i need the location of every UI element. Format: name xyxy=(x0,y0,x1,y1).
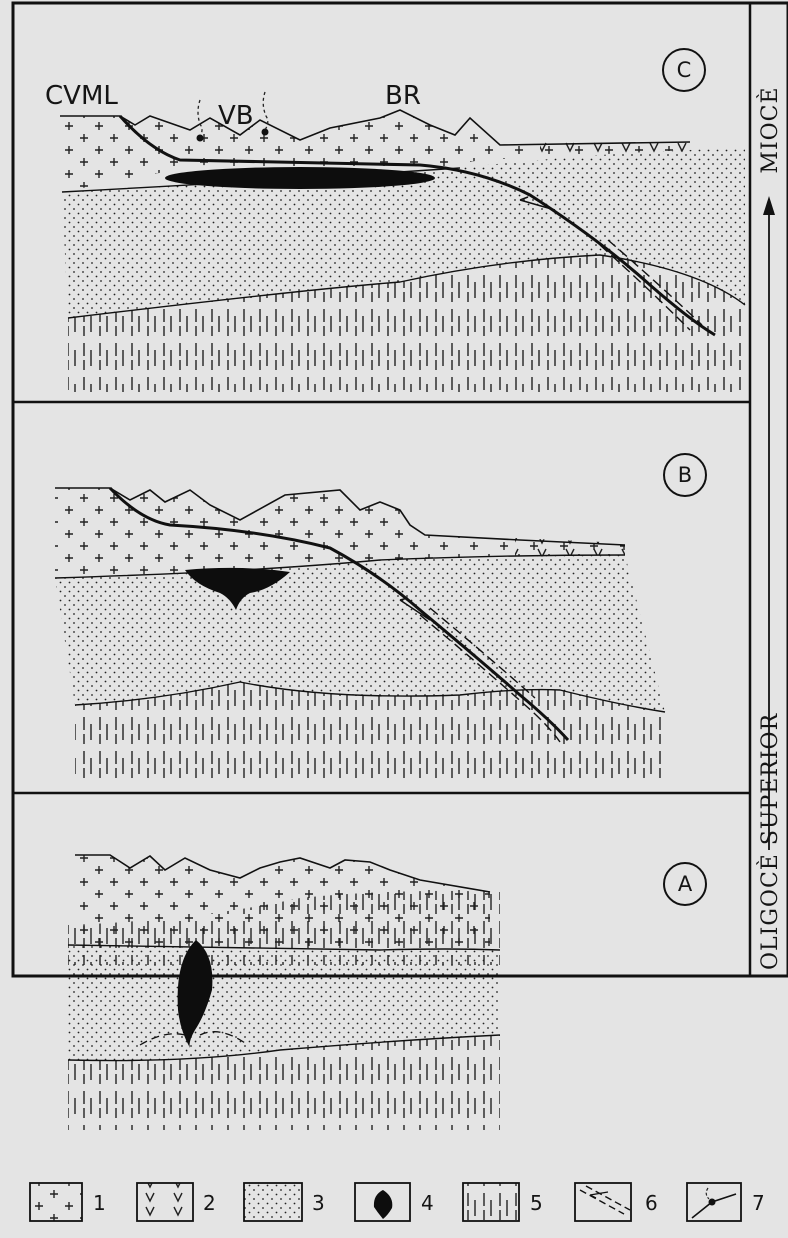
legend-item-5: 5 xyxy=(463,1183,543,1221)
vent-icon-dot xyxy=(709,1199,716,1206)
arrow-up-icon xyxy=(763,196,775,215)
dots-icon xyxy=(244,1183,302,1221)
legend-item-7: 7 xyxy=(687,1183,765,1221)
panel-label-a: A xyxy=(678,872,693,896)
legend: 1 2 3 4 5 6 7 xyxy=(30,1183,765,1221)
legend-number: 1 xyxy=(93,1191,106,1215)
timeline-bottom-label: OLIGOCÈ SUPERIOR xyxy=(756,712,783,970)
legend-item-1: 1 xyxy=(30,1183,106,1221)
crystalline-crust-layer xyxy=(75,855,490,950)
legend-item-6: 6 xyxy=(575,1183,658,1221)
timeline: MIOCÈ OLIGOCÈ SUPERIOR xyxy=(756,86,783,970)
vent-icon-line xyxy=(692,1194,736,1218)
panel-b: B xyxy=(55,454,706,782)
crosses-icon xyxy=(30,1183,82,1221)
magma-drop-shape xyxy=(374,1190,392,1219)
panel-label-b: B xyxy=(678,463,692,487)
legend-number: 7 xyxy=(752,1191,765,1215)
fault-icon-lines xyxy=(580,1186,630,1214)
legend-number: 6 xyxy=(645,1191,658,1215)
place-label-br: BR xyxy=(385,81,421,111)
legend-item-2: 2 xyxy=(137,1183,216,1221)
panel-a-layers: A xyxy=(68,855,706,1130)
panel-label-c: C xyxy=(677,58,692,82)
vertical-dashes-icon xyxy=(463,1183,519,1221)
legend-item-3: 3 xyxy=(244,1183,325,1221)
legend-number: 2 xyxy=(203,1191,216,1215)
v-marks-icon xyxy=(137,1183,193,1221)
legend-number: 5 xyxy=(530,1191,543,1215)
timeline-top-label: MIOCÈ xyxy=(756,86,783,173)
sedimentary-layer xyxy=(55,555,665,712)
magma-lens xyxy=(165,167,435,189)
legend-number: 4 xyxy=(421,1191,434,1215)
panel-c: CVML VB BR C xyxy=(45,49,745,392)
legend-number: 3 xyxy=(312,1191,325,1215)
vent-icon-plume xyxy=(706,1188,709,1199)
place-label-vb: VB xyxy=(218,101,254,131)
legend-item-4: 4 xyxy=(355,1183,434,1221)
basement-layer xyxy=(75,682,665,782)
place-label-cvml: CVML xyxy=(45,81,118,111)
